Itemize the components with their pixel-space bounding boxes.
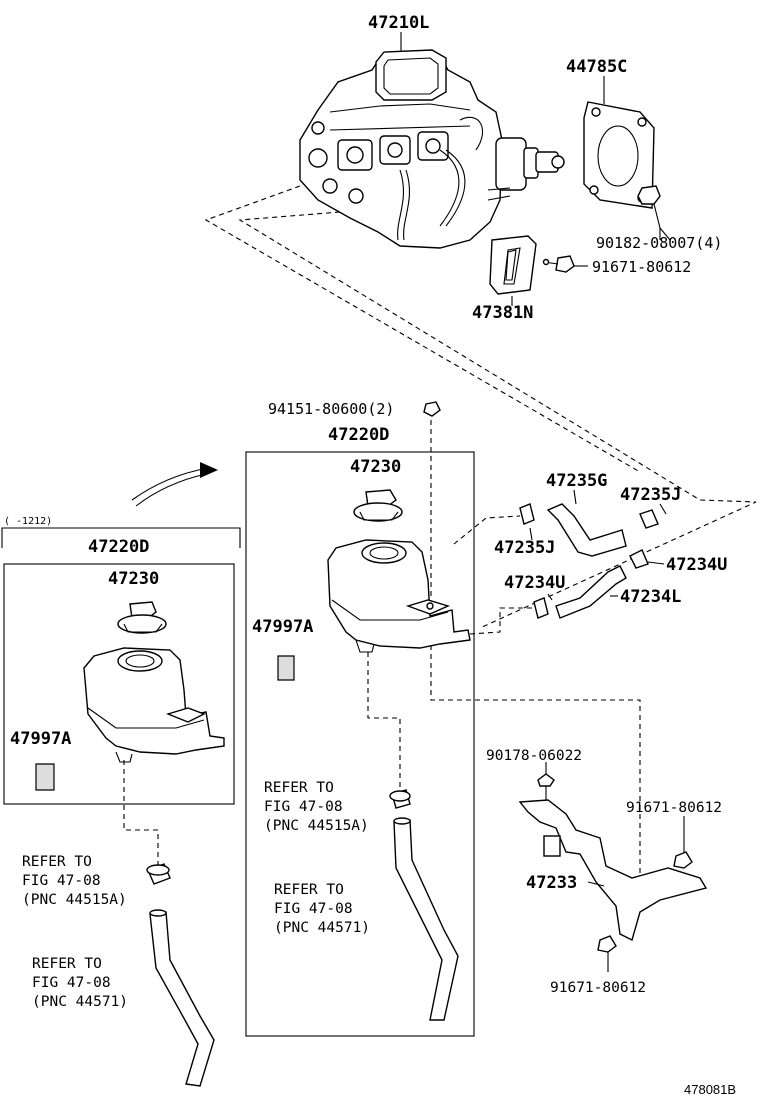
ref-alt-top-line1: REFER TO (22, 854, 92, 870)
brake-actuator-illustration (299, 49, 565, 249)
arrow-icon (131, 462, 218, 507)
bracket-47233-group (518, 762, 708, 972)
bolt-91671-bottom-illustration (597, 935, 617, 953)
hose-47235G-illustration (546, 503, 627, 557)
label-plate-main: 47997A (252, 617, 313, 637)
bracket-47381N-illustration (489, 235, 537, 295)
label-hose-g: 47235G (546, 471, 607, 491)
label-bolt-bracket-right: 91671-80612 (626, 800, 722, 816)
hoses-right-group (453, 489, 667, 635)
dashed-alt-reservoir-to-clip (123, 760, 159, 866)
bolt-94151-illustration (423, 401, 441, 417)
clip-47235J-right-illustration (639, 509, 659, 529)
ref-main-bottom-line2: FIG 47-08 (274, 901, 353, 917)
bolt-91671-actuator-illustration (542, 255, 575, 273)
label-bolt-2: 94151-80600(2) (268, 400, 394, 418)
label-hose-l: 47234L (620, 587, 681, 607)
label-cap-alt: 47230 (108, 569, 159, 589)
label-bolt-4: 90182-08007(4) (596, 234, 722, 252)
ref-alt-bottom-line2: FIG 47-08 (32, 975, 111, 991)
clip-47234U-right-illustration (629, 549, 649, 569)
ref-main-top-line2: FIG 47-08 (264, 799, 343, 815)
label-reservoir-alt: 47220D (88, 537, 149, 557)
label-bolt-bracket-bottom: 91671-80612 (550, 980, 646, 996)
ref-main-top-line3: (PNC 44515A) (264, 818, 369, 834)
cap-47230-main-illustration (353, 489, 403, 522)
label-bracket-47381: 47381N (472, 303, 533, 323)
dashed-reservoir-to-clip-j (453, 515, 521, 545)
main-reservoir-group (245, 401, 641, 1037)
figure-code: 478081B (684, 1082, 736, 1097)
alt-reservoir-frame (3, 563, 235, 805)
label-clip-j-top: 47235J (620, 485, 681, 505)
label-cap-main: 47230 (350, 457, 401, 477)
clip-47234U-left-illustration (533, 597, 549, 619)
hose-44571-alt-illustration (149, 909, 215, 1087)
ref-alt-top-line2: FIG 47-08 (22, 873, 101, 889)
reservoir-alt-illustration (83, 647, 225, 763)
label-reservoir-main: 47220D (328, 425, 389, 445)
dashed-reservoir-to-clip (367, 652, 401, 790)
label-gasket: 44785C (566, 57, 627, 77)
alt-reservoir-group (1, 527, 241, 1087)
clip-47235J-left-illustration (519, 503, 535, 525)
bracket-tab (543, 835, 561, 857)
label-clip-j-left: 47235J (494, 538, 555, 558)
label-plate-alt: 47997A (10, 729, 71, 749)
label-screw-90178: 90178-06022 (486, 748, 582, 764)
leader-lines-top (400, 32, 661, 306)
main-reservoir-frame (245, 451, 475, 1037)
dashed-bolt-to-bracket (430, 420, 641, 892)
label-range-note: ( -1212) (4, 516, 52, 527)
label-clip-u-left: 47234U (504, 573, 565, 593)
dashed-connection-lines-top (204, 185, 757, 629)
ref-alt-bottom-line1: REFER TO (32, 956, 102, 972)
clip-44515A-alt-illustration (146, 863, 171, 885)
cap-47230-alt-illustration (117, 601, 167, 634)
ref-alt-bottom-line3: (PNC 44571) (32, 994, 128, 1010)
reservoir-main-illustration (327, 539, 471, 653)
ref-alt-top-line3: (PNC 44515A) (22, 892, 127, 908)
label-bracket-47233: 47233 (526, 873, 577, 893)
ref-main-bottom-line3: (PNC 44571) (274, 920, 370, 936)
label-actuator: 47210L (368, 13, 429, 33)
screw-90178-illustration (537, 773, 555, 787)
hose-44571-main-illustration (393, 817, 459, 1021)
plate-47997A-main-illustration (277, 655, 295, 681)
clip-44515A-main-illustration (389, 789, 411, 809)
label-bolt-actuator: 91671-80612 (592, 258, 691, 276)
ref-main-bottom-line1: REFER TO (274, 882, 344, 898)
hose-47234L-illustration (555, 565, 627, 619)
ref-main-top-line1: REFER TO (264, 780, 334, 796)
bolt-90182-illustration (637, 185, 671, 241)
dashed-reservoir-to-clip-u (469, 607, 534, 635)
range-bracket (1, 527, 241, 548)
bolt-91671-right-illustration (673, 851, 693, 869)
label-clip-u-right: 47234U (666, 555, 727, 575)
plate-47997A-alt-illustration (35, 763, 55, 791)
bracket-47233-illustration (518, 799, 708, 942)
